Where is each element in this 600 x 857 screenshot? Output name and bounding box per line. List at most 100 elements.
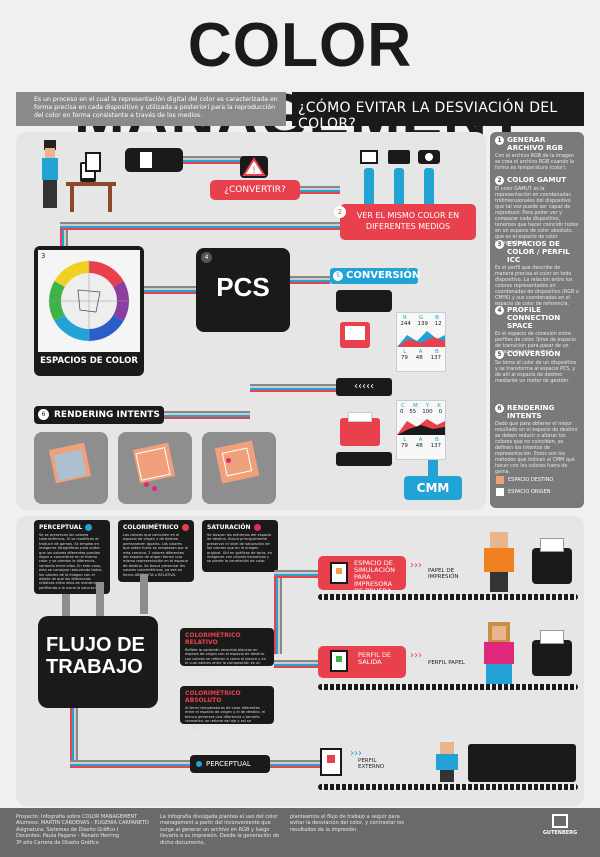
same-color-text: VER EL MISMO COLOR EN DIFERENTES MEDIOS — [356, 211, 460, 231]
intent-text-perceptual: Se se preservan los valores colorimétric… — [39, 533, 103, 590]
gutenberg-logo-icon — [552, 814, 568, 828]
person-figure-1 — [484, 532, 514, 592]
color-wheel — [48, 260, 130, 342]
cmm-box: CMM — [404, 476, 462, 500]
pcs-num: 4 — [201, 252, 212, 263]
c-label: C — [401, 403, 405, 409]
b-label-2: B — [434, 437, 439, 443]
gutenberg-logo-text: GUTENBERG — [542, 830, 578, 836]
b2-value: 137 — [430, 355, 442, 361]
b-value-2: 137 — [430, 443, 442, 449]
output-1-label: ESPACIO DE SIMULACIÓN PARA IMPRESORA DE … — [354, 559, 395, 595]
b-value: 12 — [434, 321, 442, 327]
conversion-text: CONVERSIÓN — [346, 270, 421, 281]
a-value-2: 48 — [415, 443, 423, 449]
arrows-3: ››› — [350, 748, 362, 759]
sidebar-item-text: Es el espacio de conexión entre perfiles… — [495, 332, 576, 355]
conveyor-belt — [318, 684, 578, 690]
legend-swatch-origen — [496, 488, 504, 496]
gutenberg-logo: GUTENBERG — [540, 814, 580, 836]
color-space-card: 3 ESPACIOS DE COLOR — [34, 246, 144, 376]
arrows-2: ››› — [410, 650, 422, 661]
sidebar-item-text: El color GAMUT es la representación en c… — [495, 187, 579, 246]
intent-card-colorimetrico: COLORIMÉTRICO Los colores que coinciden … — [118, 520, 194, 582]
wire — [274, 660, 322, 668]
rendering-intents-bar: RENDERING INTENTS — [34, 406, 164, 424]
sidebar-item-heading: ESPACIOS DE COLOR / PERFIL ICC — [507, 239, 570, 264]
wire — [274, 574, 282, 654]
gamut-chart-top — [397, 331, 445, 347]
intent-tile-saturacion — [202, 432, 276, 504]
cable-cyan-2 — [394, 168, 404, 206]
sidebar-item-heading: COLOR GAMUT — [507, 175, 567, 184]
intent-card-saturacion: SATURACIÓN Se buscan los extremos del es… — [202, 520, 278, 572]
cmm-connector — [428, 460, 438, 476]
y-label: Y — [425, 403, 430, 409]
camera-icon — [418, 150, 440, 164]
doc-color-icon — [330, 562, 348, 584]
cmm-label: CMM — [416, 481, 450, 495]
absoluto-text: Al tener temperaturas de color diferente… — [185, 706, 266, 733]
pipe — [96, 582, 104, 620]
pc-tower-top — [336, 290, 392, 312]
convertir-label: ¿CONVERTIR? — [210, 180, 300, 200]
intent-name-colorimetrico: COLORIMÉTRICO — [123, 524, 179, 531]
g-label: G — [418, 315, 424, 321]
wire — [290, 276, 330, 284]
step-number: 6 — [495, 404, 504, 413]
step-number-2: 2 — [334, 206, 346, 218]
color-space-num: 3 — [41, 252, 46, 260]
step-number: 3 — [495, 240, 504, 249]
arrows-box: ‹‹‹‹‹ — [336, 378, 392, 396]
perceptual-label: PERCEPTUAL — [206, 760, 251, 768]
monitor-red-icon — [340, 322, 370, 348]
cable-cyan-3 — [424, 168, 434, 206]
l-value: 79 — [400, 355, 408, 361]
wire — [270, 760, 320, 768]
printer-icon — [388, 150, 410, 164]
sidebar-item-text: Se toma el color de un dispositivo y se … — [495, 361, 577, 384]
dot-icon — [85, 524, 93, 531]
relativo-title-text: COLORIMÉTRICO RELATIVO — [185, 632, 241, 646]
legend-label-origen: ESPACIO ORIGEN — [508, 489, 551, 495]
g-value: 139 — [417, 321, 428, 327]
conversion-label: CONVERSIÓN — [330, 268, 421, 284]
y-value: 100 — [422, 409, 433, 415]
k-label: K — [437, 403, 441, 409]
b2-label: B — [434, 349, 439, 355]
wire — [300, 186, 340, 194]
output-2-dest: PERFIL PAPEL — [428, 660, 465, 666]
relativo-text: Reflete la variación recorrido blancos e… — [185, 648, 267, 675]
arrows-1: ››› — [410, 560, 422, 571]
designer-figure — [38, 140, 118, 220]
person-figure-3 — [436, 742, 458, 782]
wire — [274, 570, 322, 578]
step-number: 4 — [495, 306, 504, 315]
m-value: 55 — [409, 409, 417, 415]
output-2-label: PERFIL DE SALIDA — [358, 651, 391, 666]
intent-name-perceptual: PERCEPTUAL — [39, 524, 83, 531]
pcs-label: PCS — [216, 272, 270, 302]
wire — [183, 156, 253, 164]
step-number: 1 — [495, 136, 504, 145]
step-number: 5 — [495, 350, 504, 359]
intent-text-colorimetrico: Los colores que coinciden en el espacio … — [123, 533, 189, 577]
r-value: 244 — [400, 321, 411, 327]
footer-credits: Proyecto: Infografía sobre COLOR MANAGEM… — [16, 814, 149, 846]
wire — [250, 384, 336, 392]
sidebar-item-text: Dado que para obtener el mejor resultado… — [495, 422, 578, 475]
l-label-2: L — [403, 437, 407, 443]
a-value: 48 — [415, 355, 423, 361]
a-label: A — [418, 349, 423, 355]
dot-icon — [196, 761, 202, 767]
dot-icon — [181, 524, 189, 531]
wire — [144, 286, 196, 294]
wire — [164, 411, 250, 419]
